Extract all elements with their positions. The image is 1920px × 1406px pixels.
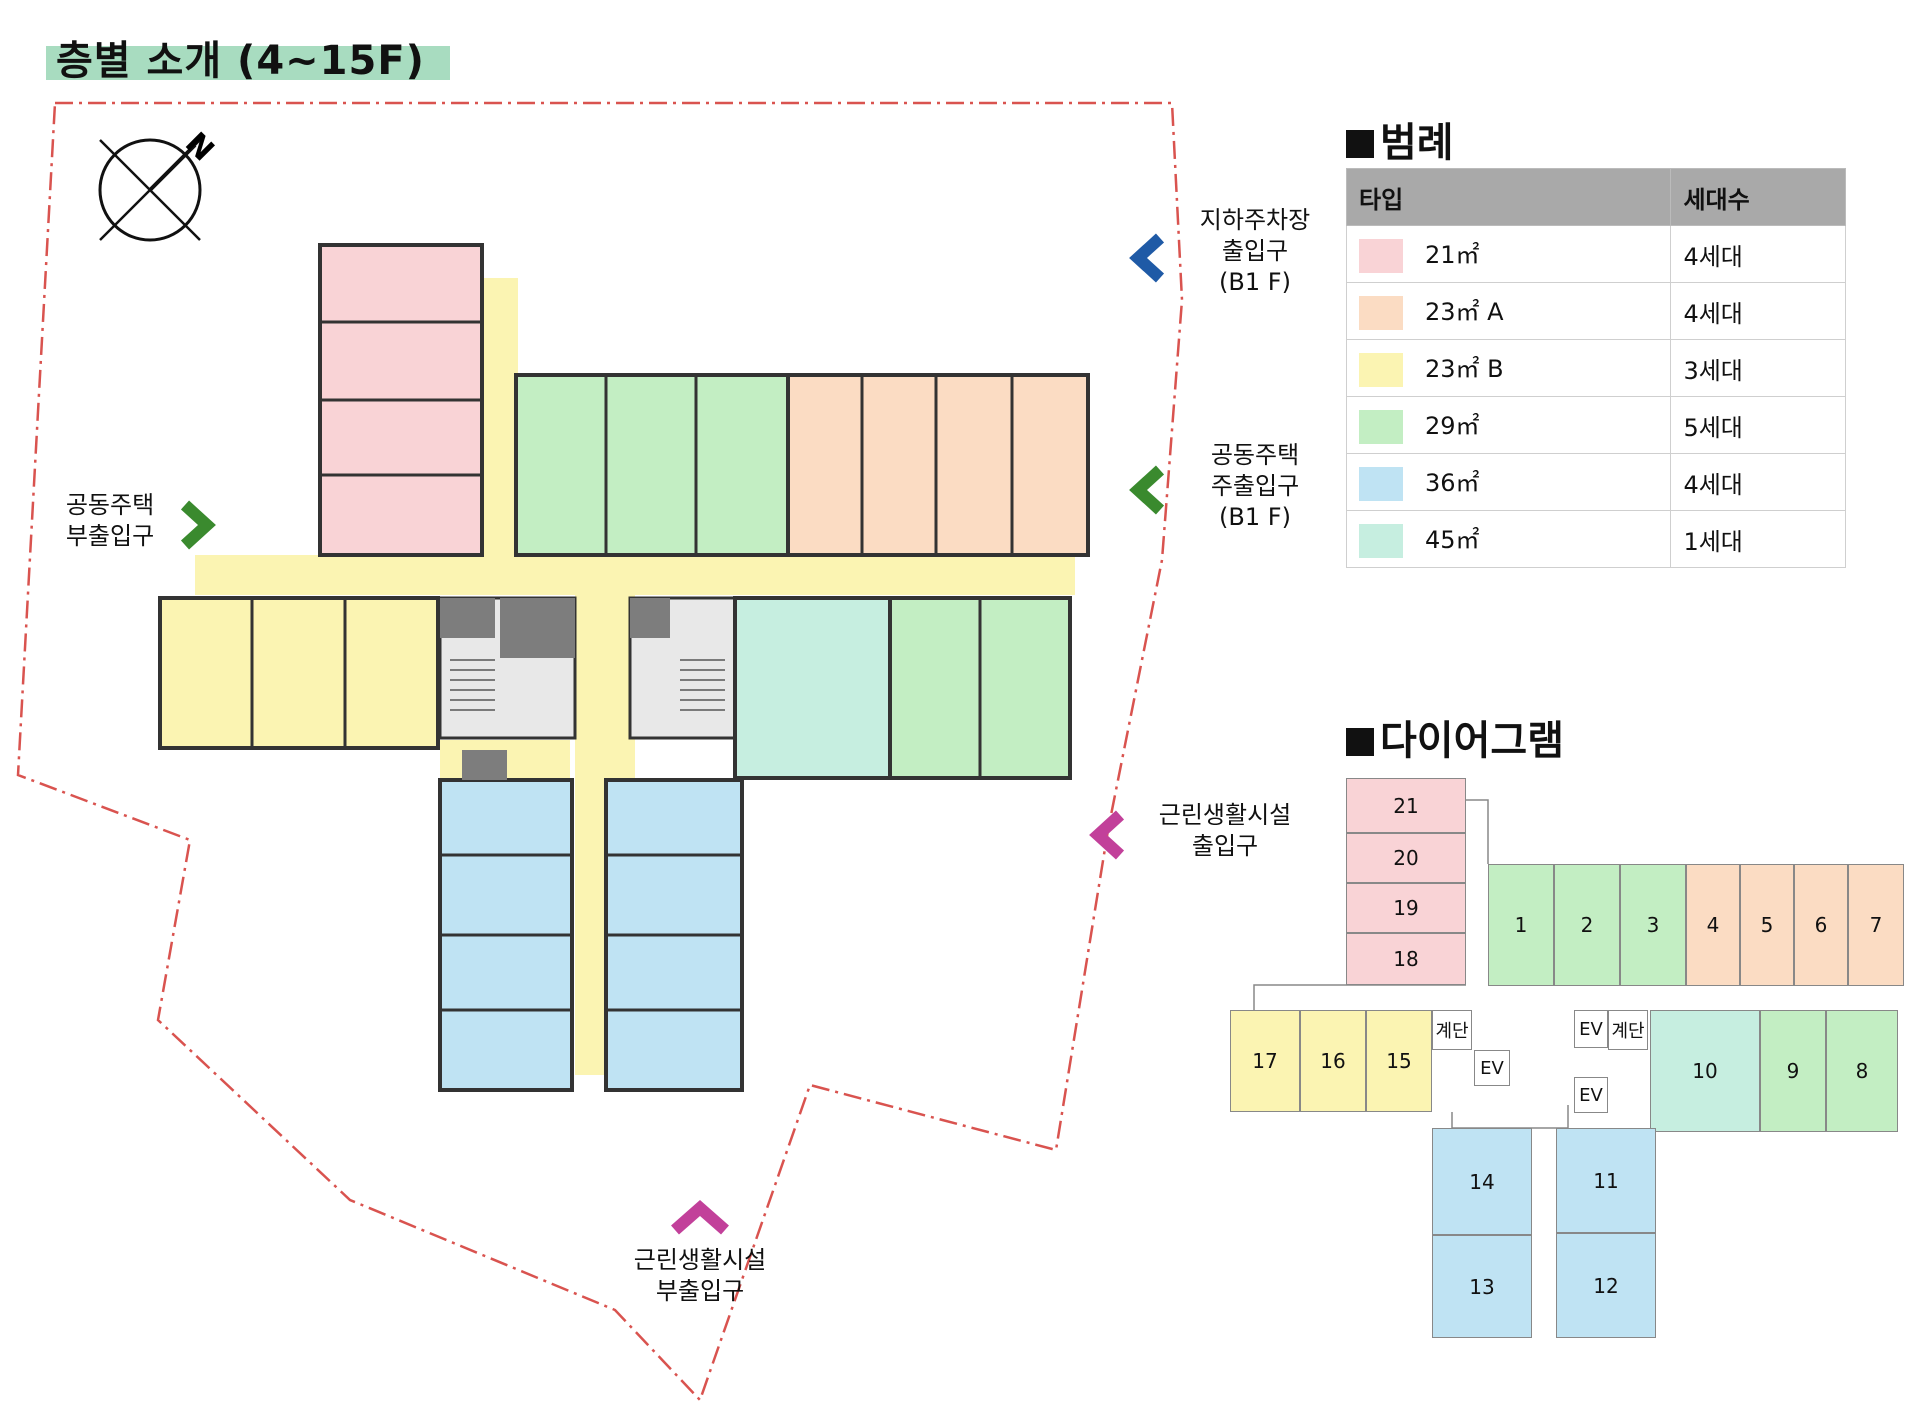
legend-type-cell: 29㎡ [1345,396,1672,454]
legend-type-cell: 45㎡ [1345,510,1672,568]
diagram-unit: 16 [1300,1010,1366,1112]
unit-partitions [250,320,1014,1012]
legend-type-cell: 23㎡ B [1345,339,1672,397]
diagram-title: 다이어그램 [1346,708,1564,766]
diagram-unit: 18 [1346,933,1466,985]
wing-mint [733,596,892,780]
diagram-unit: 6 [1794,864,1848,986]
wing-green-north [514,373,790,557]
diagram-ev: EV [1474,1050,1510,1086]
legend-type-cell: 23㎡ A [1345,282,1672,340]
legend-swatch [1359,239,1403,273]
diagram-unit: 21 [1346,778,1466,833]
retail-entrance-arrow-icon [1089,810,1125,860]
wing-peach [786,373,1090,557]
wing-yellow [158,596,440,750]
legend-type-text: 36㎡ [1425,469,1480,497]
legend-header-type: 타입 [1345,168,1672,226]
diagram-unit: 15 [1366,1010,1432,1112]
diagram-stair: 계단 [1608,1010,1648,1050]
site-boundary [16,101,1184,1403]
legend-title: 범례 [1346,110,1454,168]
legend-row: 45㎡ 1세대 [1345,510,1846,568]
diagram-unit: 17 [1230,1010,1300,1112]
diagram-unit: 8 [1826,1010,1898,1132]
diagram-unit: 10 [1650,1010,1760,1132]
legend-type-text: 21㎡ [1425,241,1480,269]
retail-sub-entrance-arrow-icon [671,1200,729,1235]
legend-type-text: 29㎡ [1425,412,1480,440]
diagram-unit: 9 [1760,1010,1826,1132]
parking-entrance-arrow-icon [1129,233,1165,283]
title-highlight [46,46,450,80]
diagram-unit: 1 [1488,864,1554,986]
legend-row: 23㎡ A 4세대 [1345,282,1846,340]
legend-header-count: 세대수 [1670,168,1846,226]
diagram-unit: 11 [1556,1128,1656,1233]
diagram-unit: 19 [1346,883,1466,933]
diagram-unit: 3 [1620,864,1686,986]
legend-type-cell: 36㎡ [1345,453,1672,511]
diagram-ev: EV [1574,1077,1608,1113]
diagram-unit: 4 [1686,864,1740,986]
legend-swatch [1359,296,1403,330]
diagram-ev: EV [1574,1010,1608,1048]
page-title: 층별 소개 (4~15F) [56,38,425,84]
legend-row: 21㎡ 4세대 [1345,225,1846,283]
diagram-unit: 13 [1432,1235,1532,1338]
diagram-unit: 20 [1346,833,1466,883]
legend-count-cell: 4세대 [1670,225,1846,283]
legend-type-text: 45㎡ [1425,526,1480,554]
main-entrance-arrow-icon [1129,465,1165,515]
stair-lines [450,659,725,711]
legend-type-text: 23㎡ A [1425,298,1504,326]
diagram-unit: 14 [1432,1128,1532,1235]
legend-swatch [1359,524,1403,558]
legend-swatch [1359,467,1403,501]
legend-type-text: 23㎡ B [1425,355,1504,383]
diagram-stair: 계단 [1432,1010,1472,1050]
legend-count-cell: 1세대 [1670,510,1846,568]
diagram-unit: 2 [1554,864,1620,986]
diagram-unit: 5 [1740,864,1794,986]
diagram-unit: 12 [1556,1233,1656,1338]
legend-swatch [1359,410,1403,444]
diagram-unit: 7 [1848,864,1904,986]
legend-swatch [1359,353,1403,387]
legend-type-cell: 21㎡ [1345,225,1672,283]
sub-entrance-arrow-icon [180,500,216,550]
legend-count-cell: 4세대 [1670,282,1846,340]
